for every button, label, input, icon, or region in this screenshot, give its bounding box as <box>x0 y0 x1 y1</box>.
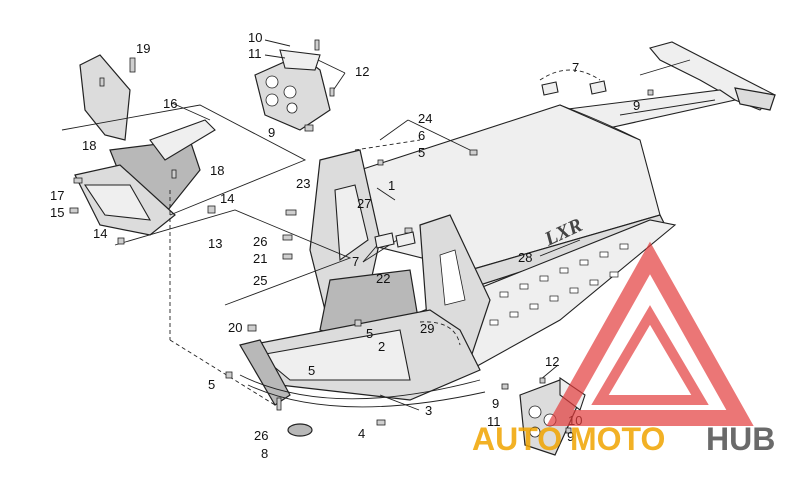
callout-5-top: 5 <box>418 145 425 160</box>
callout-9-right: 9 <box>633 98 640 113</box>
tunnel-decals <box>374 80 607 249</box>
watermark-logo: AUTO MOTO HUB <box>472 241 775 457</box>
callout-6: 6 <box>418 128 425 143</box>
callout-9-bottom-right: 9 <box>567 429 574 444</box>
callout-28: 28 <box>518 250 532 265</box>
callout-22: 22 <box>376 271 390 286</box>
callout-7-mid: 7 <box>352 254 359 269</box>
callout-9-top: 9 <box>268 125 275 140</box>
callout-16: 16 <box>163 96 177 111</box>
callout-3: 3 <box>425 403 432 418</box>
callout-24: 24 <box>418 111 432 126</box>
callout-5-left: 5 <box>208 377 215 392</box>
callout-15: 15 <box>50 205 64 220</box>
callout-29: 29 <box>420 321 434 336</box>
callout-4: 4 <box>358 426 365 441</box>
callout-27: 27 <box>357 196 371 211</box>
front-frame <box>239 149 491 437</box>
hardware <box>69 39 654 434</box>
upper-console-bracket <box>254 49 331 131</box>
watermark-text-auto: AUTO <box>472 421 562 457</box>
watermark-text-moto: MOTO <box>570 421 665 457</box>
callout-11-bottom: 11 <box>487 414 501 429</box>
callout-14-left: 14 <box>93 226 107 241</box>
callout-25: 25 <box>253 273 267 288</box>
callout-23: 23 <box>296 176 310 191</box>
callout-14-right: 14 <box>220 191 234 206</box>
callout-18-lower: 18 <box>210 163 224 178</box>
callout-5-mid: 5 <box>366 326 373 341</box>
callout-17: 17 <box>50 188 64 203</box>
callout-9-bottom-left: 9 <box>492 396 499 411</box>
skid-bumper-pad <box>287 423 313 437</box>
callout-11-top: 11 <box>248 46 262 61</box>
callout-13: 13 <box>208 236 222 251</box>
callout-5-lower: 5 <box>308 363 315 378</box>
callout-19: 19 <box>136 41 150 56</box>
callout-26-bottom: 26 <box>254 428 268 443</box>
callout-7-top: 7 <box>572 60 579 75</box>
callout-12-top: 12 <box>355 64 369 79</box>
rear-tunnel-rail <box>558 41 776 131</box>
watermark-text-hub: HUB <box>706 421 775 457</box>
callout-1: 1 <box>388 178 395 193</box>
callout-18-upper: 18 <box>82 138 96 153</box>
callout-8: 8 <box>261 446 268 461</box>
left-steering-bracket <box>74 54 216 236</box>
callout-10-top: 10 <box>248 30 262 45</box>
callout-21: 21 <box>253 251 267 266</box>
callout-26-top: 26 <box>253 234 267 249</box>
callout-2: 2 <box>378 339 385 354</box>
callout-12-bottom: 12 <box>545 354 559 369</box>
callout-20: 20 <box>228 320 242 335</box>
